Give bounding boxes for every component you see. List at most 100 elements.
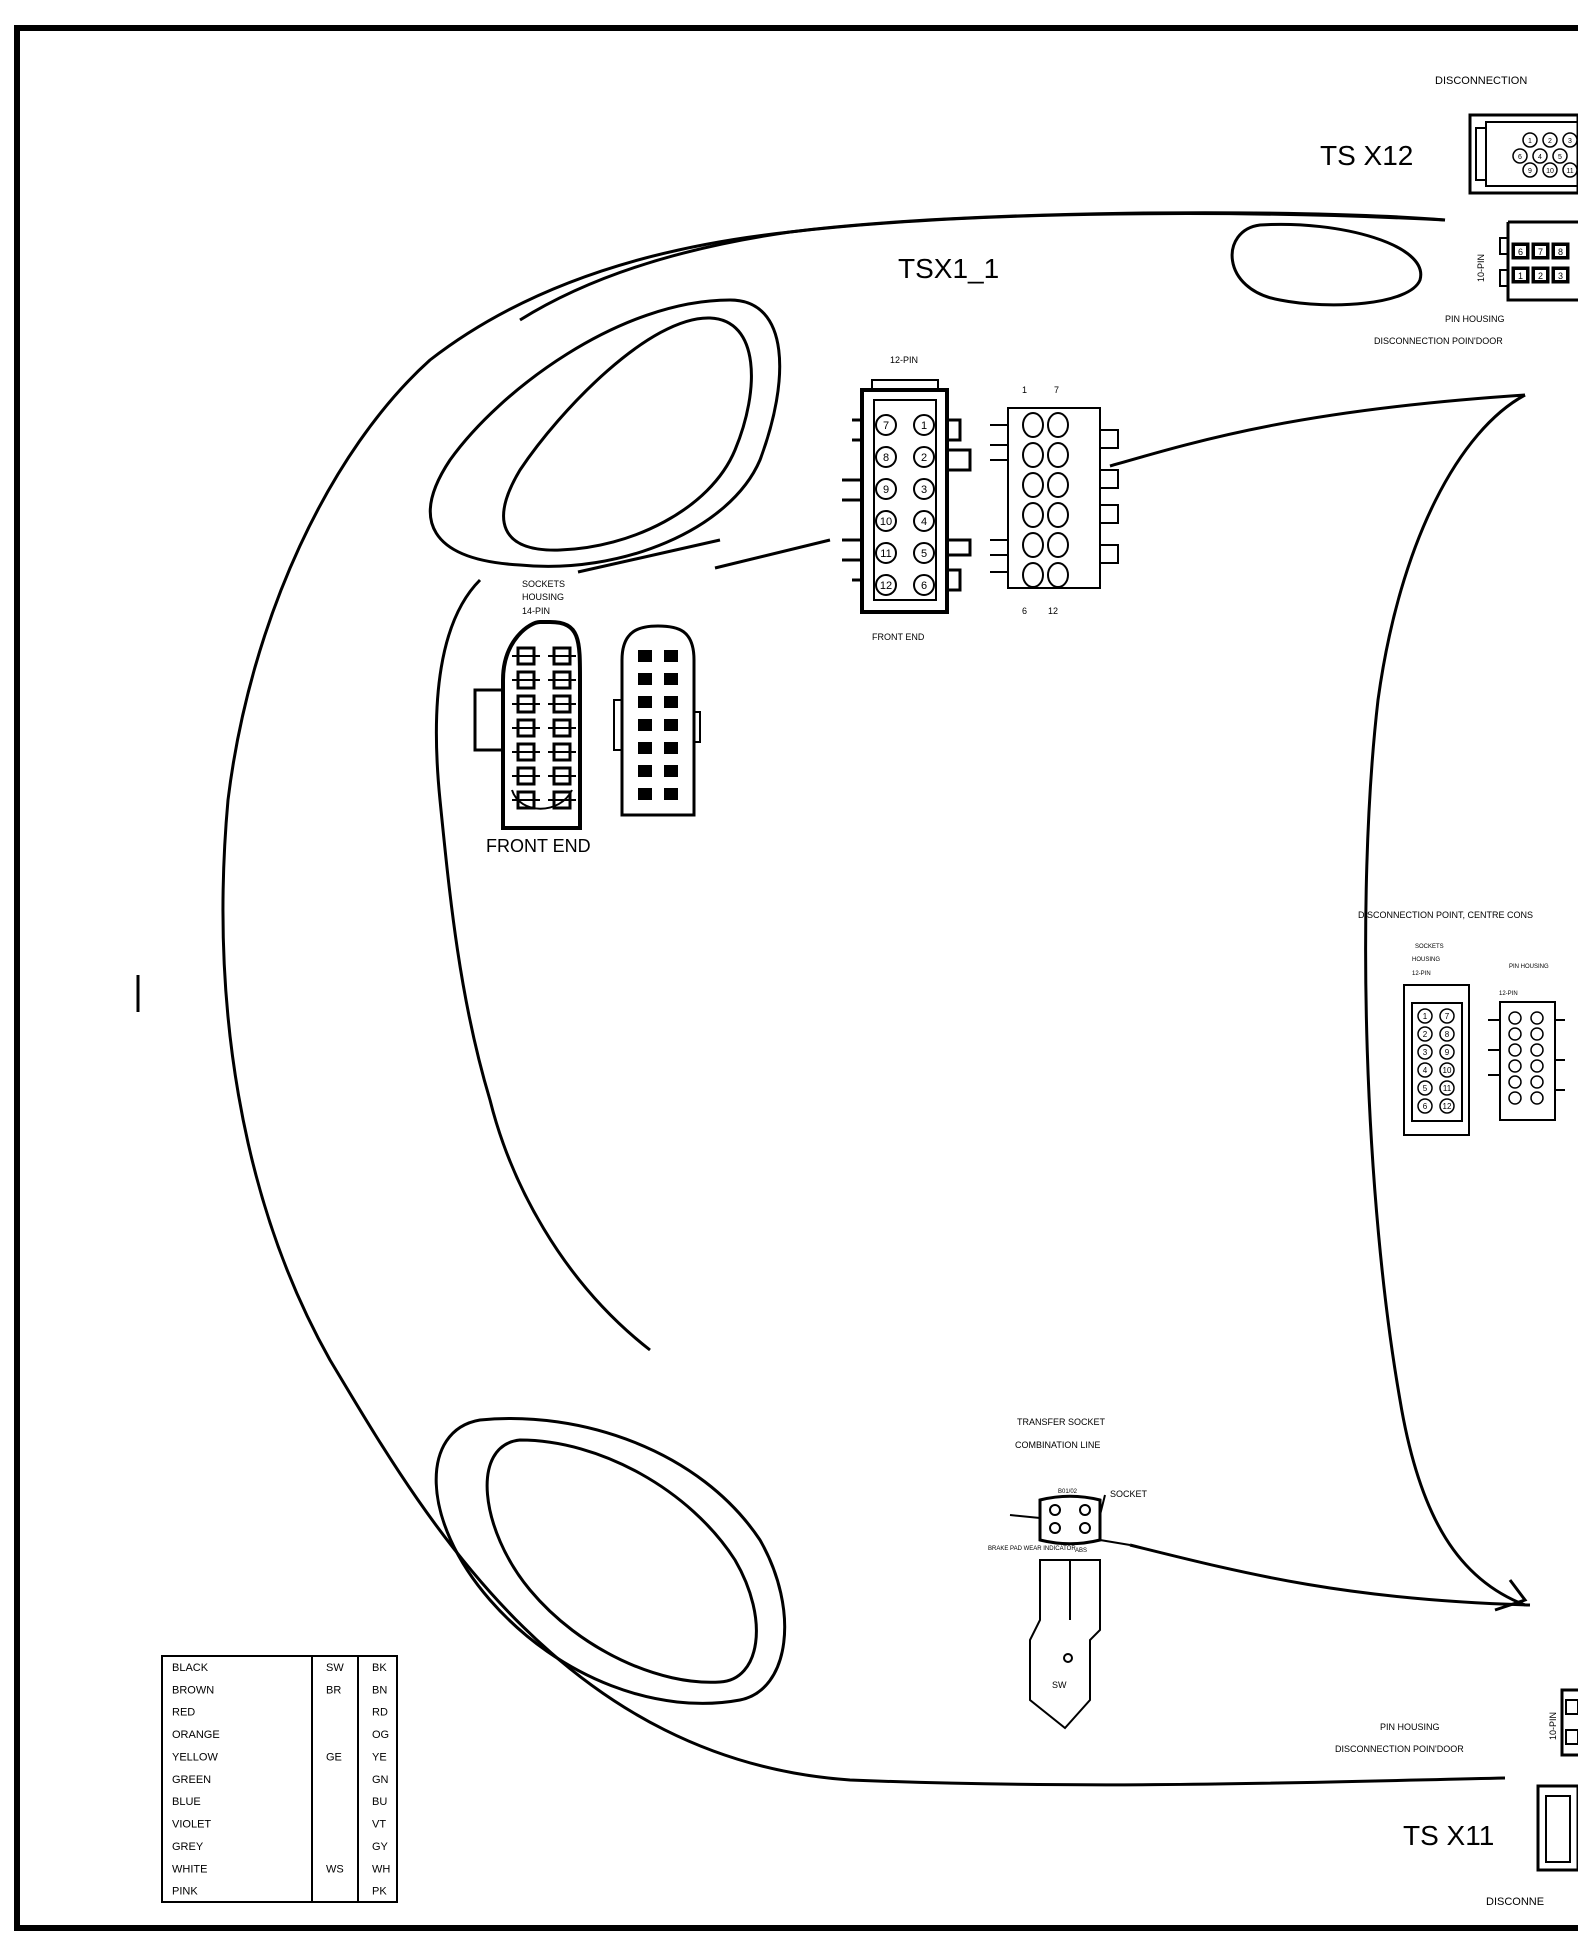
pin-circle	[913, 510, 935, 532]
pin-number: 4	[921, 516, 927, 528]
windshield-curve	[1364, 393, 1526, 1607]
console-pin-number: 2	[1423, 1030, 1428, 1039]
color-name: BLUE	[172, 1796, 201, 1808]
pin-7-label: 7	[1054, 385, 1059, 395]
pin10-top-housing	[1499, 220, 1578, 302]
color-name: VIOLET	[172, 1819, 211, 1831]
console-pin-number: 4	[1423, 1066, 1428, 1075]
console-pin	[1439, 1062, 1455, 1078]
pin-number: 1	[921, 420, 927, 432]
pin-1-label: 1	[1022, 385, 1027, 395]
tsx12-pin	[1512, 148, 1528, 164]
pin14-pin-cell	[638, 719, 652, 731]
sw-label: SW	[1052, 1680, 1067, 1690]
pin10-cell-number: 2	[1538, 271, 1543, 281]
console-pin-number: 1	[1423, 1012, 1428, 1021]
ts-x11-connector	[1536, 1784, 1578, 1872]
pin12-socket-housing	[842, 379, 972, 614]
console-housing-pin	[1508, 1043, 1522, 1057]
tsx12-pin	[1522, 132, 1538, 148]
pin-oval	[1022, 412, 1044, 438]
b01-02-label: B01/02	[1058, 1489, 1078, 1495]
pin-number: 10	[880, 516, 892, 528]
pin-circle	[913, 542, 935, 564]
tsx12-pin-number: 6	[1518, 154, 1522, 161]
centre-console-label: DISCONNECTION POINT, CENTRE CONS	[1358, 910, 1533, 920]
pin-oval	[1047, 472, 1069, 498]
pin14-pin-grid	[638, 650, 678, 800]
color-code: YE	[372, 1751, 387, 1763]
console-pin	[1439, 1026, 1455, 1042]
pin-number: 9	[883, 484, 889, 496]
color-de-code: SW	[326, 1662, 344, 1674]
pin14-pin-cell	[664, 719, 678, 731]
console-housing-pin	[1530, 1059, 1544, 1073]
pin-circle	[875, 510, 897, 532]
pin14-grid	[512, 646, 576, 810]
pin14-socket-housing	[473, 620, 582, 830]
hood-crease-lower	[1129, 1543, 1531, 1607]
color-name: BROWN	[172, 1684, 214, 1696]
car-front-outer-line	[221, 212, 1506, 1787]
ts-x12-connector	[1468, 113, 1578, 195]
combination-line-label: COMBINATION LINE	[1015, 1440, 1100, 1450]
console-pin-number: 9	[1445, 1048, 1450, 1057]
front-end-small-label: FRONT END	[872, 632, 925, 642]
console-pin-number: 6	[1423, 1102, 1428, 1111]
tsx12-pin-number: 11	[1566, 168, 1573, 175]
color-code: GY	[372, 1841, 389, 1853]
console-pin-pins	[1508, 1011, 1544, 1105]
pin-number: 7	[883, 420, 889, 432]
console-pin	[1417, 1026, 1433, 1042]
pin14-pin-cell	[664, 742, 678, 754]
color-code: GN	[372, 1774, 389, 1786]
pin-circle	[913, 446, 935, 468]
pin-circle	[875, 446, 897, 468]
color-name: GREY	[172, 1841, 204, 1853]
headlight-lower-inner	[485, 1438, 758, 1684]
tsx12-pin-number: 1	[1528, 138, 1532, 145]
corner-mark	[1494, 1579, 1528, 1612]
console-housing-pin	[1508, 1027, 1522, 1041]
console-pin	[1439, 1044, 1455, 1060]
console-pin-number: 5	[1423, 1084, 1428, 1093]
pin14-pin-cell	[664, 788, 678, 800]
pin10-cell-number: 7	[1538, 247, 1543, 257]
pin-oval	[1047, 562, 1069, 588]
pin10-cell-number: 1	[1518, 271, 1523, 281]
pin10-cell-number: 3	[1558, 271, 1563, 281]
console-housing-pin	[1508, 1075, 1522, 1089]
console-housing-pin	[1530, 1011, 1544, 1025]
disconnection-top-label: DISCONNECTION	[1435, 75, 1527, 87]
tsx12-pin-number: 4	[1538, 154, 1542, 161]
housing-2-label: HOUSING	[1412, 957, 1440, 963]
pin-oval	[1022, 532, 1044, 558]
console-pin-housing	[1488, 1001, 1565, 1121]
brake-pad-label: BRAKE PAD WEAR INDICATOR	[988, 1546, 1076, 1552]
pin12-b-label: 12-PIN	[1412, 971, 1431, 977]
console-pin-number: 11	[1443, 1084, 1452, 1093]
color-code: BK	[372, 1662, 387, 1674]
pin10-cell-number: 8	[1558, 247, 1563, 257]
console-pin	[1417, 1080, 1433, 1096]
color-name: YELLOW	[172, 1751, 218, 1763]
pin14-pin-cell	[638, 696, 652, 708]
headlight-upper-inner	[502, 316, 753, 552]
color-code: RD	[372, 1707, 388, 1719]
pin14-pin-cell	[664, 765, 678, 777]
console-housing-pin	[1530, 1091, 1544, 1105]
pin14-pin-cell	[638, 673, 652, 685]
console-pin-number: 10	[1443, 1066, 1452, 1075]
pin14-label: 14-PIN	[522, 606, 550, 616]
car-body-outline	[221, 211, 1531, 1787]
ts-x11-label: TS X11	[1403, 1820, 1494, 1851]
hood-upper-line	[519, 211, 1446, 322]
color-name: WHITE	[172, 1863, 207, 1875]
pin10-cell-number: 6	[1518, 247, 1523, 257]
console-pin-number: 7	[1445, 1012, 1450, 1021]
console-pin	[1417, 1062, 1433, 1078]
console-pin	[1417, 1008, 1433, 1024]
pin-oval	[1022, 502, 1044, 528]
